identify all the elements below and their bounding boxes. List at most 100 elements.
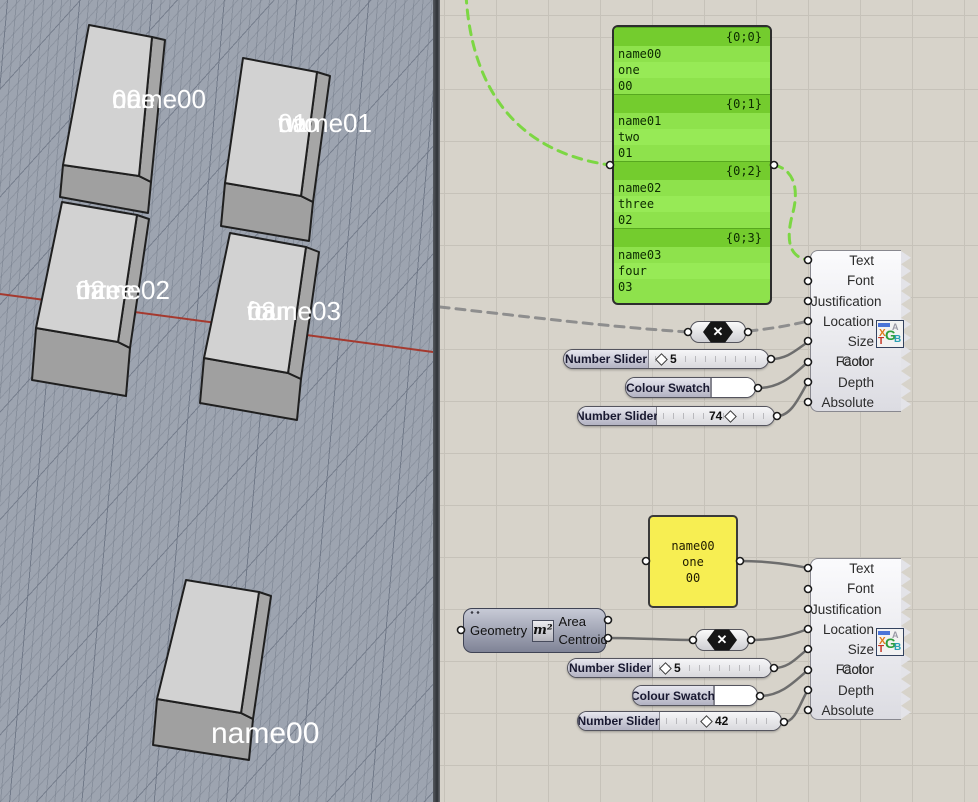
preview-dots — [470, 611, 480, 614]
wire-panel-to-text[interactable] — [772, 163, 810, 262]
svg-text:X: X — [879, 328, 886, 339]
slider-rail[interactable]: 42 — [660, 712, 781, 730]
viewport-stacked-label: name00 one 00 — [211, 636, 319, 802]
panel-line: 00 — [685, 570, 701, 585]
panel-item: two — [614, 129, 770, 145]
slider-label: Number Slider — [577, 712, 660, 730]
svg-text:T: T — [878, 644, 884, 653]
input-size-factor: Size Factor — [835, 642, 874, 678]
text-tag-icon: X A G B T — [876, 320, 904, 348]
wire-slider-depth-top[interactable] — [776, 381, 810, 418]
number-slider-size-top[interactable]: Number Slider 5 — [563, 349, 769, 369]
slider-label: Number Slider — [564, 350, 649, 368]
panel-item: 03 — [614, 279, 770, 295]
swatch-color-well[interactable] — [711, 378, 755, 397]
input-justification: Justification — [811, 293, 882, 309]
data-panel[interactable]: {0;0} name00 one 00 {0;1} name01 two 01 … — [612, 25, 772, 305]
wire-slider-depth-bottom[interactable] — [783, 689, 810, 724]
slider-grip[interactable] — [724, 409, 738, 423]
m2-icon: m² — [532, 619, 554, 642]
slider-label: Number Slider — [577, 407, 659, 425]
svg-text:G: G — [885, 635, 896, 651]
svg-text:X: X — [879, 636, 886, 647]
slider-rail[interactable]: 5 — [649, 350, 768, 368]
input-depth: Depth — [837, 682, 874, 698]
input-size-factor: Size Factor — [835, 334, 874, 370]
panel-item: name01 — [614, 113, 770, 129]
text-tag-component-top[interactable]: Text Font Justification Location Size Fa… — [810, 250, 911, 412]
wire-slider-size-bottom[interactable] — [773, 647, 809, 670]
area-component[interactable]: Geometry m² Area Centroid — [463, 608, 608, 653]
grasshopper-canvas[interactable]: {0;0} name00 one 00 {0;1} name01 two 01 … — [440, 0, 978, 802]
input-justification: Justification — [811, 601, 882, 617]
svg-text:B: B — [894, 642, 901, 653]
slider-ticks — [655, 356, 762, 362]
number-slider-depth-bottom[interactable]: Number Slider 42 — [577, 711, 782, 731]
slider-ticks — [659, 665, 765, 671]
input-color: Color — [841, 354, 874, 370]
box-2 — [220, 57, 331, 242]
slider-rail[interactable]: 5 — [653, 659, 771, 677]
slider-rail[interactable]: 74 — [657, 407, 774, 425]
input-location: Location — [822, 621, 874, 637]
swatch-color-well[interactable] — [714, 686, 757, 705]
point-param-top[interactable]: ✕ — [690, 321, 746, 343]
yellow-panel[interactable]: name00 one 00 — [648, 515, 738, 608]
box-4 — [199, 232, 320, 421]
svg-text:A: A — [892, 322, 899, 332]
box-3 — [31, 201, 150, 397]
panel-line: one — [682, 554, 704, 569]
wire-panel-text-bottom[interactable] — [739, 559, 809, 570]
point-param-bottom[interactable]: ✕ — [695, 629, 749, 651]
slider-grip[interactable] — [659, 661, 672, 675]
svg-text:B: B — [894, 334, 901, 345]
text-tag-icon: X A G B T — [876, 628, 904, 656]
panel-item: 00 — [614, 78, 770, 94]
slider-value: 74 — [709, 409, 723, 423]
wire-hex-to-location-top[interactable] — [746, 319, 810, 333]
number-slider-size-bottom[interactable]: Number Slider 5 — [567, 658, 772, 678]
wire-hex-to-location-bottom[interactable] — [750, 627, 809, 642]
slider-grip[interactable] — [700, 714, 713, 728]
wire-centroid-to-hex[interactable] — [607, 636, 694, 642]
input-depth: Depth — [837, 374, 874, 390]
panel-item: one — [614, 62, 770, 78]
panel-item: name02 — [614, 180, 770, 196]
svg-text:G: G — [885, 327, 896, 343]
slider-ticks — [666, 718, 775, 724]
text-tag-component-bottom[interactable]: Text Font Justification Location Size Fa… — [810, 558, 911, 720]
input-absolute: Absolute — [821, 394, 874, 410]
hex-x-icon: ✕ — [707, 629, 737, 651]
swatch-label: Colour Swatch — [633, 686, 715, 705]
colour-swatch-bottom[interactable]: Colour Swatch — [632, 685, 758, 706]
viewport-canvas-splitter[interactable] — [433, 0, 440, 802]
wire-green-into-panel[interactable] — [464, 0, 612, 167]
box-1 — [59, 24, 166, 214]
panel-item: name00 — [614, 46, 770, 62]
panel-line: name00 — [671, 538, 715, 553]
slider-value: 5 — [674, 661, 681, 675]
wire-slider-size-top[interactable] — [770, 340, 809, 361]
input-text: Text — [849, 561, 874, 576]
number-slider-depth-top[interactable]: Number Slider 74 — [577, 406, 775, 426]
stacked-line-1: name00 — [211, 717, 320, 750]
colour-swatch-top[interactable]: Colour Swatch — [625, 377, 756, 398]
panel-path: {0;2} — [614, 161, 770, 180]
slider-label: Number Slider — [568, 659, 653, 677]
panel-item: four — [614, 263, 770, 279]
wire-dashed-to-hex-top[interactable] — [440, 305, 690, 334]
area-output-area: Area — [558, 613, 586, 629]
input-text: Text — [849, 253, 874, 268]
input-absolute: Absolute — [821, 702, 874, 718]
box-5 — [152, 579, 272, 761]
input-location: Location — [822, 313, 874, 329]
slider-value: 5 — [670, 352, 677, 366]
panel-item: three — [614, 196, 770, 212]
panel-item: 01 — [614, 145, 770, 161]
slider-grip[interactable] — [655, 352, 668, 366]
slider-value: 42 — [715, 714, 729, 728]
input-font: Font — [846, 273, 874, 289]
area-output-centroid: Centroid — [558, 631, 608, 647]
input-font: Font — [846, 581, 874, 597]
